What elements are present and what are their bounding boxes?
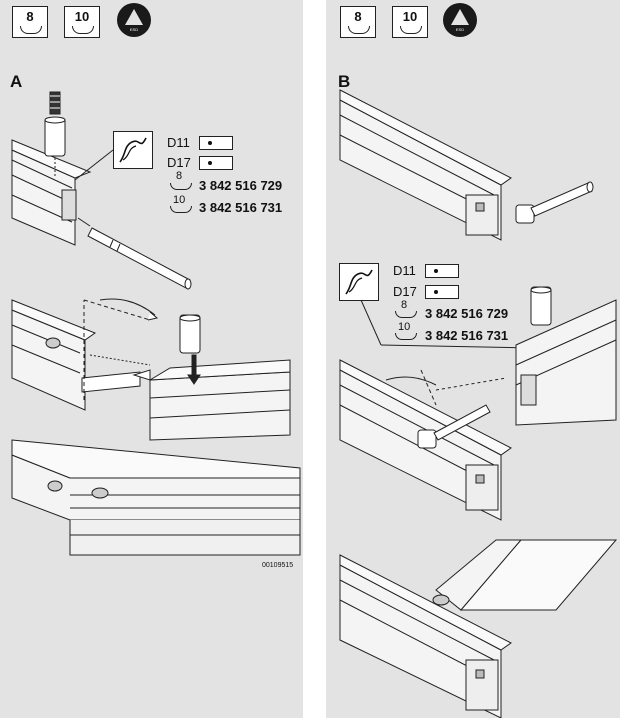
esd-warning-icon: ESD [443, 3, 477, 37]
wrench-10-icon: 10 [64, 6, 100, 38]
assembly-illustration-a [11, 91, 301, 556]
document-number: 00109515 [262, 562, 294, 569]
part-number-8: 3 842 516 729 [425, 306, 509, 321]
legend-d11: D11 [167, 135, 190, 150]
tag-d11 [425, 264, 459, 278]
panel-a-label: A [10, 72, 23, 91]
legend-d11: D11 [393, 263, 416, 278]
drill-icon [339, 263, 379, 301]
legend-size-10: 10 [398, 321, 411, 333]
legend-size-8: 8 [401, 299, 408, 311]
panel-b-label: B [338, 72, 351, 91]
legend-size-10: 10 [173, 194, 186, 206]
legend-size-8: 8 [176, 170, 183, 182]
wrench-10-icon: 10 [392, 6, 428, 38]
esd-warning-icon: ESD [117, 3, 151, 37]
assembly-illustration-b [339, 89, 618, 718]
panel-a: 8 10 ESD A D11 D17 8 3 842 516 729 10 3 … [0, 0, 303, 718]
part-number-10: 3 842 516 731 [425, 328, 509, 343]
tag-d17 [199, 156, 233, 170]
tag-d17 [425, 285, 459, 299]
part-number-8: 3 842 516 729 [199, 178, 283, 193]
tag-d11 [199, 136, 233, 150]
wrench-8-icon: 8 [340, 6, 376, 38]
legend-d17: D17 [167, 155, 191, 170]
wrench-8-icon: 8 [12, 6, 48, 38]
panel-b: 8 10 ESD B D11 D17 8 3 842 516 729 10 3 … [326, 0, 620, 718]
drill-icon [113, 131, 153, 169]
part-number-10: 3 842 516 731 [199, 200, 283, 215]
legend-d17: D17 [393, 284, 417, 299]
